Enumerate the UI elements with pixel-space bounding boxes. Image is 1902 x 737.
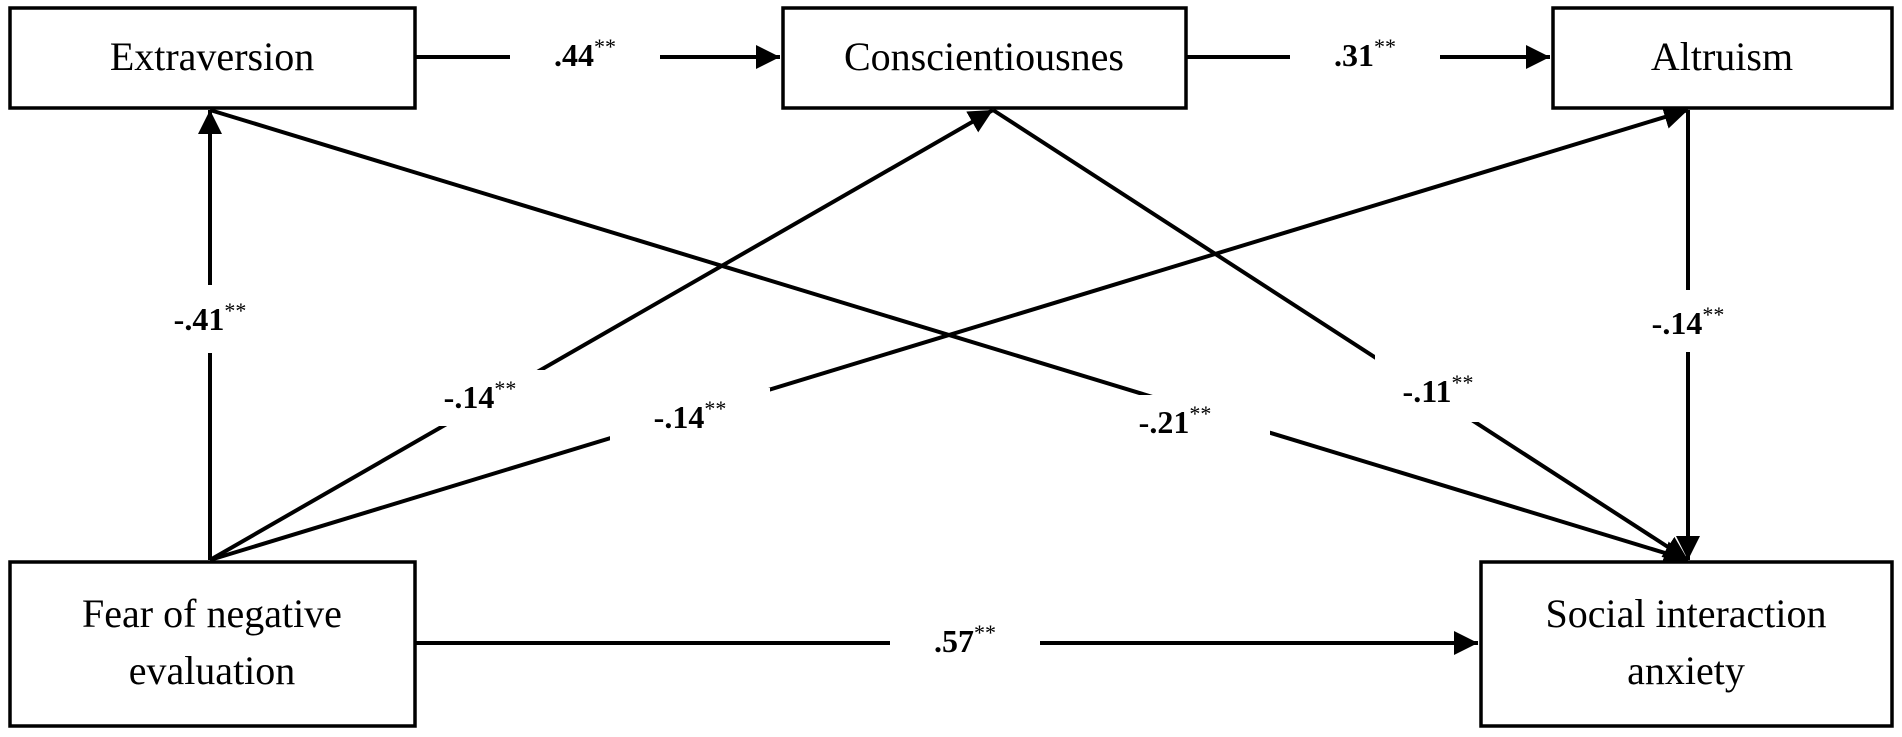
- coef-sig: **: [1451, 370, 1473, 395]
- node-conscientiousness: Conscientiousnes: [781, 6, 1188, 110]
- coef-fear-conscientiousness: -.14**: [400, 370, 560, 426]
- node-fear-of-negative-evaluation: Fear of negative evaluation: [8, 560, 417, 728]
- coef-extraversion-anxiety: -.21**: [1090, 395, 1270, 451]
- coef-value: -.14: [444, 379, 495, 415]
- coef-sig: **: [1702, 302, 1724, 327]
- coef-sig: **: [224, 298, 246, 323]
- node-label: Conscientiousnes: [844, 34, 1124, 79]
- node-label-line-2: anxiety: [1627, 648, 1745, 693]
- coef-value: .44: [554, 37, 594, 73]
- node-label-line-1: Fear of negative: [82, 591, 342, 636]
- node-label-line-1: Social interaction: [1545, 591, 1826, 636]
- coef-sig: **: [494, 376, 516, 401]
- coef-value: -.21: [1139, 404, 1190, 440]
- coef-sig: **: [1189, 401, 1211, 426]
- edges: [198, 45, 1700, 655]
- svg-text:.31**: .31**: [1334, 34, 1396, 73]
- coef-sig: **: [704, 396, 726, 421]
- coef-sig: **: [1374, 34, 1396, 59]
- arrow-fear-to-conscientiousness: [209, 108, 994, 562]
- svg-text:.57**: .57**: [934, 620, 996, 659]
- svg-text:-.14**: -.14**: [654, 396, 727, 435]
- coef-sig: **: [594, 34, 616, 59]
- coef-fear-extraversion: -.41**: [140, 285, 280, 353]
- coef-value: -.11: [1403, 373, 1452, 409]
- svg-text:.44**: .44**: [554, 34, 616, 73]
- node-extraversion: Extraversion: [8, 6, 417, 110]
- coef-value: .57: [934, 623, 974, 659]
- arrow-extraversion-to-anxiety: [209, 108, 1689, 565]
- svg-text:-.14**: -.14**: [1652, 302, 1725, 341]
- node-label: Extraversion: [110, 34, 314, 79]
- coef-conscientiousness-altruism: .31**: [1290, 30, 1440, 78]
- svg-text:-.11**: -.11**: [1403, 370, 1474, 409]
- coefficient-labels: .44** .31** -.41** -.14** -.14** -.21** …: [140, 30, 1755, 665]
- arrow-conscientiousness-to-anxiety: [991, 108, 1690, 562]
- node-label-line-2: evaluation: [129, 648, 296, 693]
- coef-value: -.41: [174, 301, 225, 337]
- svg-text:-.14**: -.14**: [444, 376, 517, 415]
- node-label: Altruism: [1651, 34, 1793, 79]
- coef-conscientiousness-anxiety: -.11**: [1375, 352, 1495, 422]
- node-altruism: Altruism: [1551, 6, 1894, 110]
- coef-fear-anxiety: .57**: [890, 615, 1040, 665]
- svg-text:-.41**: -.41**: [174, 298, 247, 337]
- coef-value: .31: [1334, 37, 1374, 73]
- coef-altruism-anxiety: -.14**: [1625, 290, 1755, 352]
- coef-value: -.14: [1652, 305, 1703, 341]
- coef-fear-altruism: -.14**: [610, 388, 770, 444]
- coef-extraversion-conscientiousness: .44**: [510, 30, 660, 78]
- coef-value: -.14: [654, 399, 705, 435]
- node-social-interaction-anxiety: Social interaction anxiety: [1479, 560, 1894, 728]
- svg-text:-.21**: -.21**: [1139, 401, 1212, 440]
- coef-sig: **: [974, 620, 996, 645]
